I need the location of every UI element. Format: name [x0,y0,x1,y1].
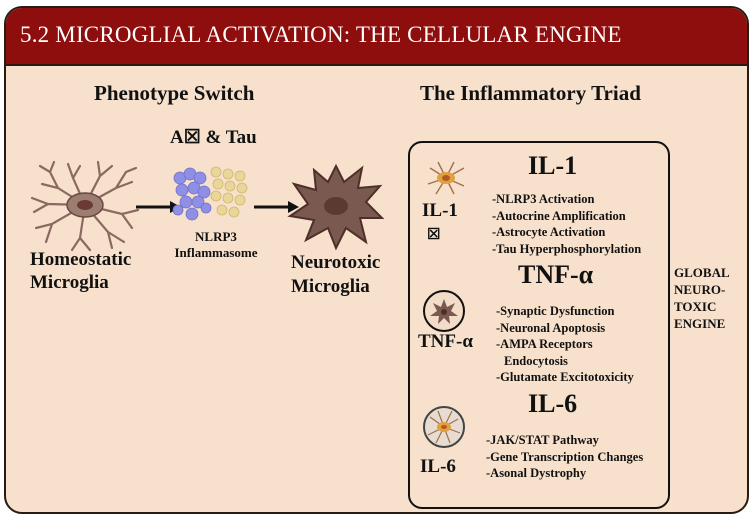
il1-icon-label: IL-1 [422,200,458,221]
il1-glyph: ☒ [427,227,441,243]
list-item: -Glutamate Excitotoxicity [496,370,634,384]
list-item: -Synaptic Dysfunction [496,304,615,318]
list-item: -Asonal Dystrophy [486,466,587,480]
tnf-microglia-icon [423,290,465,332]
il6-microglia-icon [423,406,465,448]
il1-microglia-icon [427,161,465,195]
list-item: -Tau Hyperphosphorylation [492,241,642,256]
list-item: -Autocrine Amplification [492,208,626,223]
arrow-right-icon [254,201,299,213]
inflammatory-triad-heading: The Inflammatory Triad [420,81,641,105]
tnf-effects-list: -Synaptic Dysfunction -Neuronal Apoptosi… [496,303,634,386]
tnf-title: TNF-α [518,260,594,289]
list-item: -Neuronal Apoptosis [496,320,606,335]
title-banner: 5.2 MICROGLIAL ACTIVATION: THE CELLULAR … [6,8,747,66]
trigger-label: A☒ & Tau [170,127,257,148]
homeostatic-microglia-icon [30,160,140,252]
il1-title: IL-1 [528,151,578,180]
il6-effects-list: -JAK/STAT Pathway -Gene Transcription Ch… [486,432,643,482]
list-item: -JAK/STAT Pathway [486,433,599,447]
list-item: -Gene Transcription Changes [486,449,644,464]
il6-title: IL-6 [528,389,578,418]
amyloid-tau-aggregates-icon [172,166,248,221]
il1-effects-list: -NLRP3 Activation -Autocrine Amplificati… [492,191,641,257]
global-engine-label: GLOBAL NEURO- TOXIC ENGINE [674,265,730,331]
list-item: Endocytosis [504,353,568,368]
neurotoxic-microglia-icon [287,163,385,251]
page-title: 5.2 MICROGLIAL ACTIVATION: THE CELLULAR … [20,22,622,47]
phenotype-switch-heading: Phenotype Switch [94,81,255,105]
tnf-icon-label: TNF-α [418,331,473,352]
cytokine-panel: IL-1 IL-1 ☒ -NLRP3 Activation -Autocrine… [408,141,670,509]
il6-icon-label: IL-6 [420,456,456,477]
slide: 5.2 MICROGLIAL ACTIVATION: THE CELLULAR … [4,6,749,514]
list-item: -NLRP3 Activation [492,192,595,206]
list-item: -AMPA Receptors [496,337,593,351]
list-item: -Astrocyte Activation [492,225,606,239]
